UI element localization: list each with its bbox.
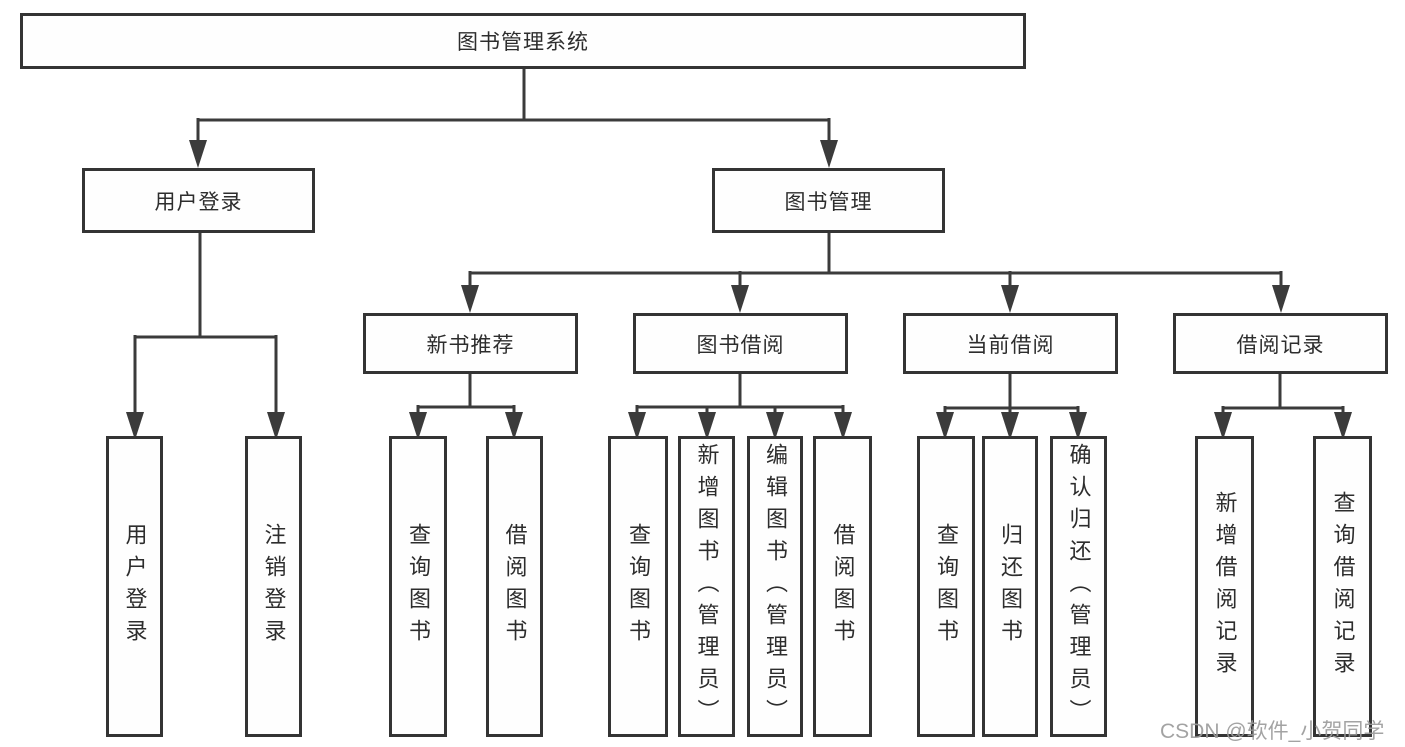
leaf-bb-edit-books-admin: 编辑图书（管理员） bbox=[747, 436, 803, 737]
leaf-cb-return-books: 归还图书 bbox=[982, 436, 1038, 737]
node-book-management-label: 图书管理 bbox=[784, 190, 873, 214]
node-borrow-records: 借阅记录 bbox=[1173, 313, 1388, 374]
leaf-nbr-borrow-books-label: 借阅图书 bbox=[502, 522, 528, 651]
node-user-login: 用户登录 bbox=[82, 168, 315, 233]
leaf-bb-add-books-admin: 新增图书（管理员） bbox=[678, 436, 735, 737]
node-book-borrow: 图书借阅 bbox=[633, 313, 848, 374]
leaf-br-query-record: 查询借阅记录 bbox=[1313, 436, 1372, 737]
leaf-cb-confirm-return-admin-label: 确认归还（管理员） bbox=[1066, 442, 1092, 731]
leaf-user-login-label: 用户登录 bbox=[122, 522, 148, 651]
node-borrow-records-label: 借阅记录 bbox=[1236, 333, 1325, 357]
node-current-borrow: 当前借阅 bbox=[903, 313, 1118, 374]
leaf-bb-query-books: 查询图书 bbox=[608, 436, 668, 737]
node-root-system: 图书管理系统 bbox=[20, 13, 1026, 69]
leaf-nbr-query-books: 查询图书 bbox=[389, 436, 447, 737]
leaf-bb-edit-books-admin-label: 编辑图书（管理员） bbox=[763, 442, 788, 731]
leaf-cb-query-books: 查询图书 bbox=[917, 436, 975, 737]
node-new-book-recommend-label: 新书推荐 bbox=[426, 333, 515, 357]
leaf-user-login: 用户登录 bbox=[106, 436, 163, 737]
leaf-bb-borrow-books: 借阅图书 bbox=[813, 436, 872, 737]
node-root-label: 图书管理系统 bbox=[457, 31, 589, 54]
leaf-cb-confirm-return-admin: 确认归还（管理员） bbox=[1050, 436, 1107, 737]
node-current-borrow-label: 当前借阅 bbox=[966, 333, 1055, 357]
leaf-logout-login: 注销登录 bbox=[245, 436, 302, 737]
leaf-br-query-record-label: 查询借阅记录 bbox=[1330, 490, 1356, 683]
leaf-nbr-query-books-label: 查询图书 bbox=[406, 522, 431, 651]
node-new-book-recommend: 新书推荐 bbox=[363, 313, 578, 374]
csdn-watermark: CSDN @软件_小贺同学 bbox=[1160, 720, 1385, 743]
leaf-bb-query-books-label: 查询图书 bbox=[626, 522, 651, 651]
node-user-login-label: 用户登录 bbox=[154, 190, 243, 214]
leaf-bb-add-books-admin-label: 新增图书（管理员） bbox=[694, 442, 720, 731]
leaf-logout-login-label: 注销登录 bbox=[261, 522, 287, 651]
leaf-cb-query-books-label: 查询图书 bbox=[934, 522, 959, 651]
leaf-br-add-record: 新增借阅记录 bbox=[1195, 436, 1254, 737]
node-book-management: 图书管理 bbox=[712, 168, 945, 233]
leaf-nbr-borrow-books: 借阅图书 bbox=[486, 436, 543, 737]
leaf-br-add-record-label: 新增借阅记录 bbox=[1212, 490, 1238, 683]
leaf-bb-borrow-books-label: 借阅图书 bbox=[830, 522, 856, 651]
node-book-borrow-label: 图书借阅 bbox=[696, 333, 785, 357]
leaf-cb-return-books-label: 归还图书 bbox=[998, 522, 1023, 651]
